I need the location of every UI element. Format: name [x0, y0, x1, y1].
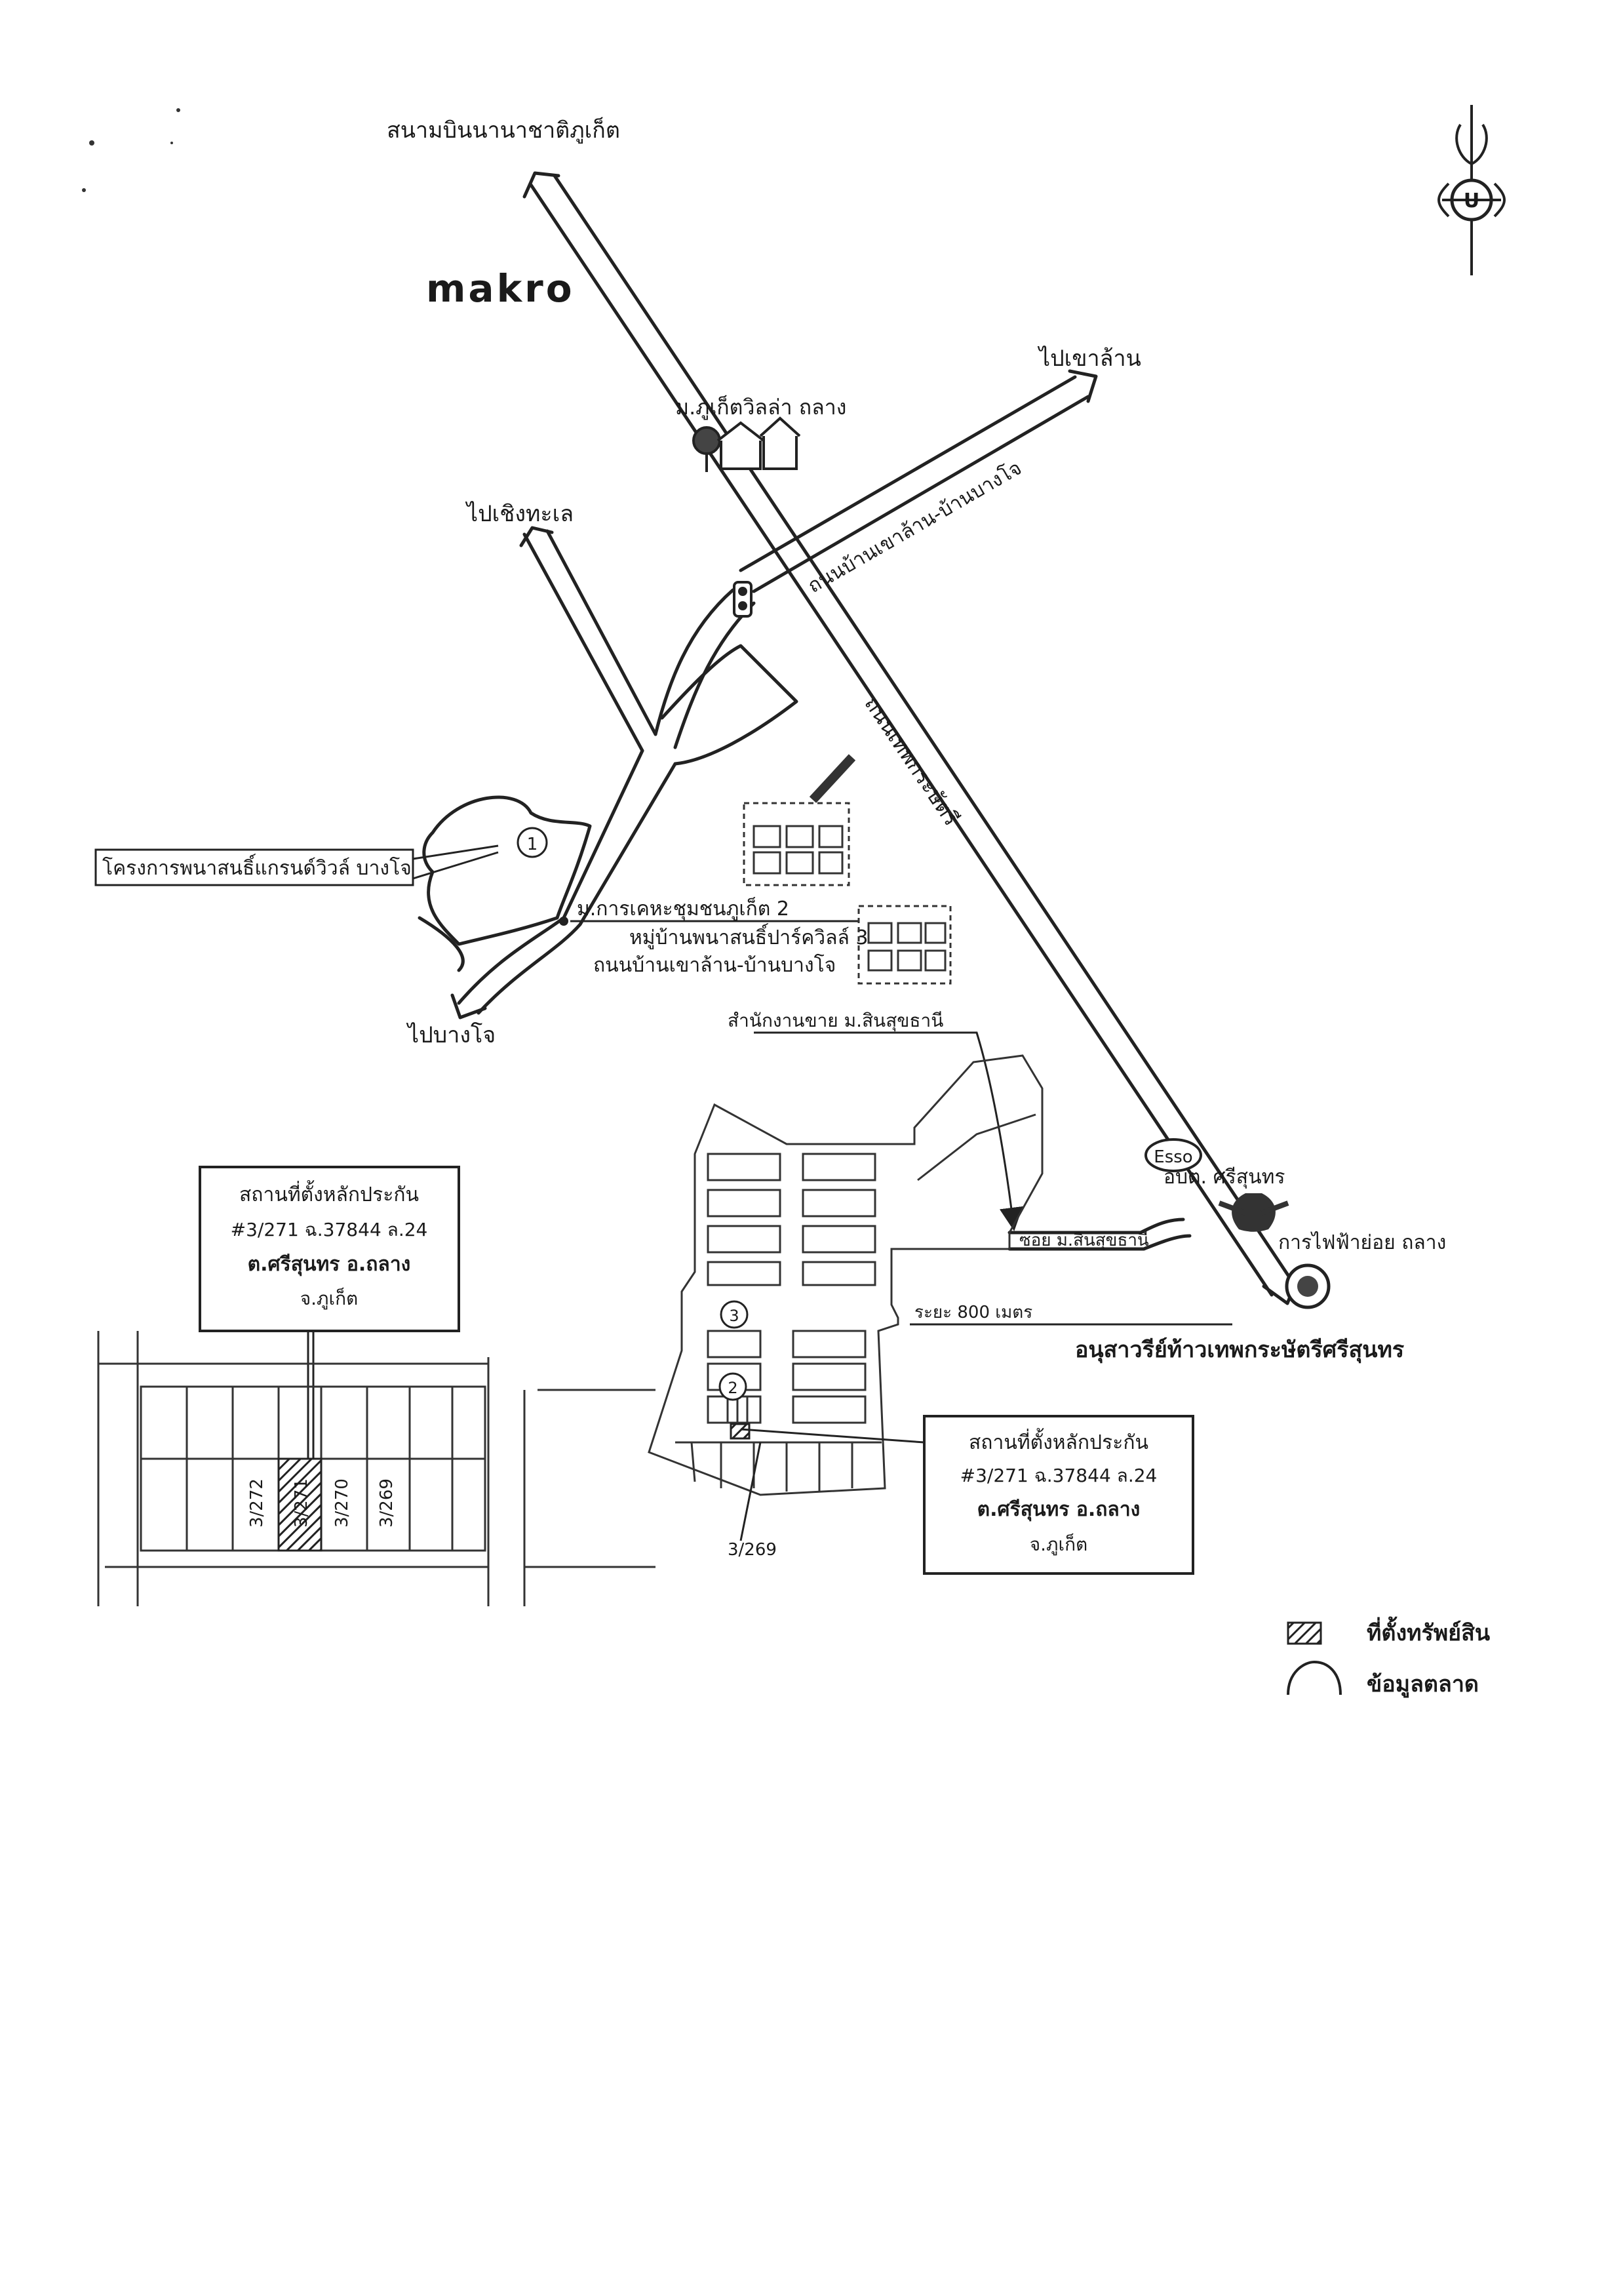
svg-text:3: 3: [729, 1307, 739, 1325]
market-data-legend-icon: [1287, 1660, 1342, 1695]
market-marker-3: 3: [720, 1300, 749, 1329]
svg-text:จ.ภูเก็ต: จ.ภูเก็ต: [1030, 1533, 1087, 1556]
lot-269-label: 3/269: [377, 1478, 397, 1528]
lot-270-label: 3/270: [332, 1478, 352, 1528]
collateral-box-1: สถานที่ตั้งหลักประกัน #3/271 ฉ.37844 ล.2…: [199, 1166, 460, 1332]
market-marker-2: 2: [718, 1372, 747, 1401]
pea-emblem-icon: [1285, 1263, 1331, 1309]
market-marker-1: 1: [517, 827, 548, 858]
community-housing-label: ม.การเคหะชุมชนภูเก็ต 2: [577, 896, 789, 921]
houses-icon: [692, 416, 801, 472]
lot-detail-plan: [97, 1331, 655, 1606]
scan-specks: [82, 108, 180, 192]
collateral-pointer: [740, 1428, 925, 1444]
property-location-legend-icon: [1287, 1621, 1322, 1645]
legend-market-data: ข้อมูลตลาด: [1367, 1671, 1479, 1698]
north-compass-icon: U: [1437, 105, 1506, 275]
park-ville-plan: [857, 905, 952, 985]
phuket-villa-label: ม.ภูเก็ตวิลล่า ถลาง: [675, 395, 846, 420]
svg-text:ต.ศรีสุนทร อ.ถลาง: ต.ศรีสุนทร อ.ถลาง: [248, 1253, 411, 1277]
pea-thalang-label: การไฟฟ้าย่อย ถลาง: [1278, 1231, 1446, 1254]
svg-text:#3/271 ฉ.37844 ล.24: #3/271 ฉ.37844 ล.24: [960, 1465, 1158, 1486]
collateral-box-1-pointer: [307, 1331, 315, 1462]
road-network: [418, 171, 1300, 1326]
grand-ville-project: โครงการพนาสนธิ์แกรนด์วิวล์ บางโจ: [94, 844, 499, 886]
traffic-light-icon: [733, 581, 753, 618]
esso-logo: Esso: [1154, 1147, 1192, 1167]
makro-logo: makro: [426, 266, 575, 311]
garuda-emblem-icon: [1218, 1193, 1289, 1232]
svg-text:ต.ศรีสุนทร อ.ถลาง: ต.ศรีสุนทร อ.ถลาง: [977, 1498, 1141, 1522]
property-marker-small: [730, 1423, 751, 1440]
sinsuk-subdivision-plan: [648, 1054, 1044, 1496]
to-bang-jo-label: ไปบางโจ: [406, 1022, 496, 1048]
legend-property-location: ที่ตั้งทรัพย์สิน: [1367, 1616, 1490, 1646]
to-choeng-thale-label: ไปเชิงทะเล: [465, 501, 574, 527]
to-khao-lan-label: ไปเขาล้าน: [1037, 346, 1141, 372]
esso-station: Esso: [1144, 1138, 1202, 1172]
svg-text:2: 2: [728, 1379, 737, 1397]
legend: ที่ตั้งทรัพย์สิน ข้อมูลตลาด: [1287, 1616, 1490, 1698]
svg-text:สถานที่ตั้งหลักประกัน: สถานที่ตั้งหลักประกัน: [969, 1428, 1148, 1454]
soi-sinsuk-label: ซอย ม.สินสุขธานี: [1019, 1231, 1149, 1250]
grand-ville-project-label: โครงการพนาสนธิ์แกรนด์วิวล์ บางโจ: [102, 854, 412, 880]
svg-text:จ.ภูเก็ต: จ.ภูเก็ต: [300, 1287, 358, 1310]
lot-3-269-pointer: [739, 1442, 762, 1541]
svg-text:1: 1: [527, 835, 538, 854]
svg-text:สถานที่ตั้งหลักประกัน: สถานที่ตั้งหลักประกัน: [239, 1180, 419, 1206]
park-ville-village-label: หมู่บ้านพนาสนธิ์ปาร์ควิลล์ 3: [629, 923, 869, 949]
compass-label: U: [1464, 189, 1479, 212]
monument-label: อนุสาวรีย์ท้าวเทพกระษัตรีศรีสุนทร: [1075, 1337, 1405, 1364]
road-khao-lan-bang-jo-label: ถนนบ้านเขาล้าน-บ้านบางโจ: [804, 456, 1026, 598]
community-housing-plan: [743, 754, 856, 886]
svg-text:#3/271 ฉ.37844 ล.24: #3/271 ฉ.37844 ล.24: [231, 1219, 428, 1240]
sao-srisoonthorn-label: อบต. ศรีสุนทร: [1163, 1166, 1285, 1189]
airport-label: สนามบินนานาชาติภูเก็ต: [387, 117, 620, 144]
collateral-box-2: สถานที่ตั้งหลักประกัน #3/271 ฉ.37844 ล.2…: [923, 1415, 1194, 1575]
road-khao-lan-bang-jo-2-label: ถนนบ้านเขาล้าน-บ้านบางโจ: [593, 953, 836, 977]
lot-3-269-pointer-label: 3/269: [728, 1540, 777, 1560]
lot-271-label: 3/271: [292, 1478, 311, 1528]
distance-label: ระยะ 800 เมตร: [914, 1303, 1032, 1322]
sales-office-label: สำนักงานขาย ม.สินสุขธานี: [728, 1010, 943, 1032]
lot-272-label: 3/272: [247, 1478, 267, 1528]
